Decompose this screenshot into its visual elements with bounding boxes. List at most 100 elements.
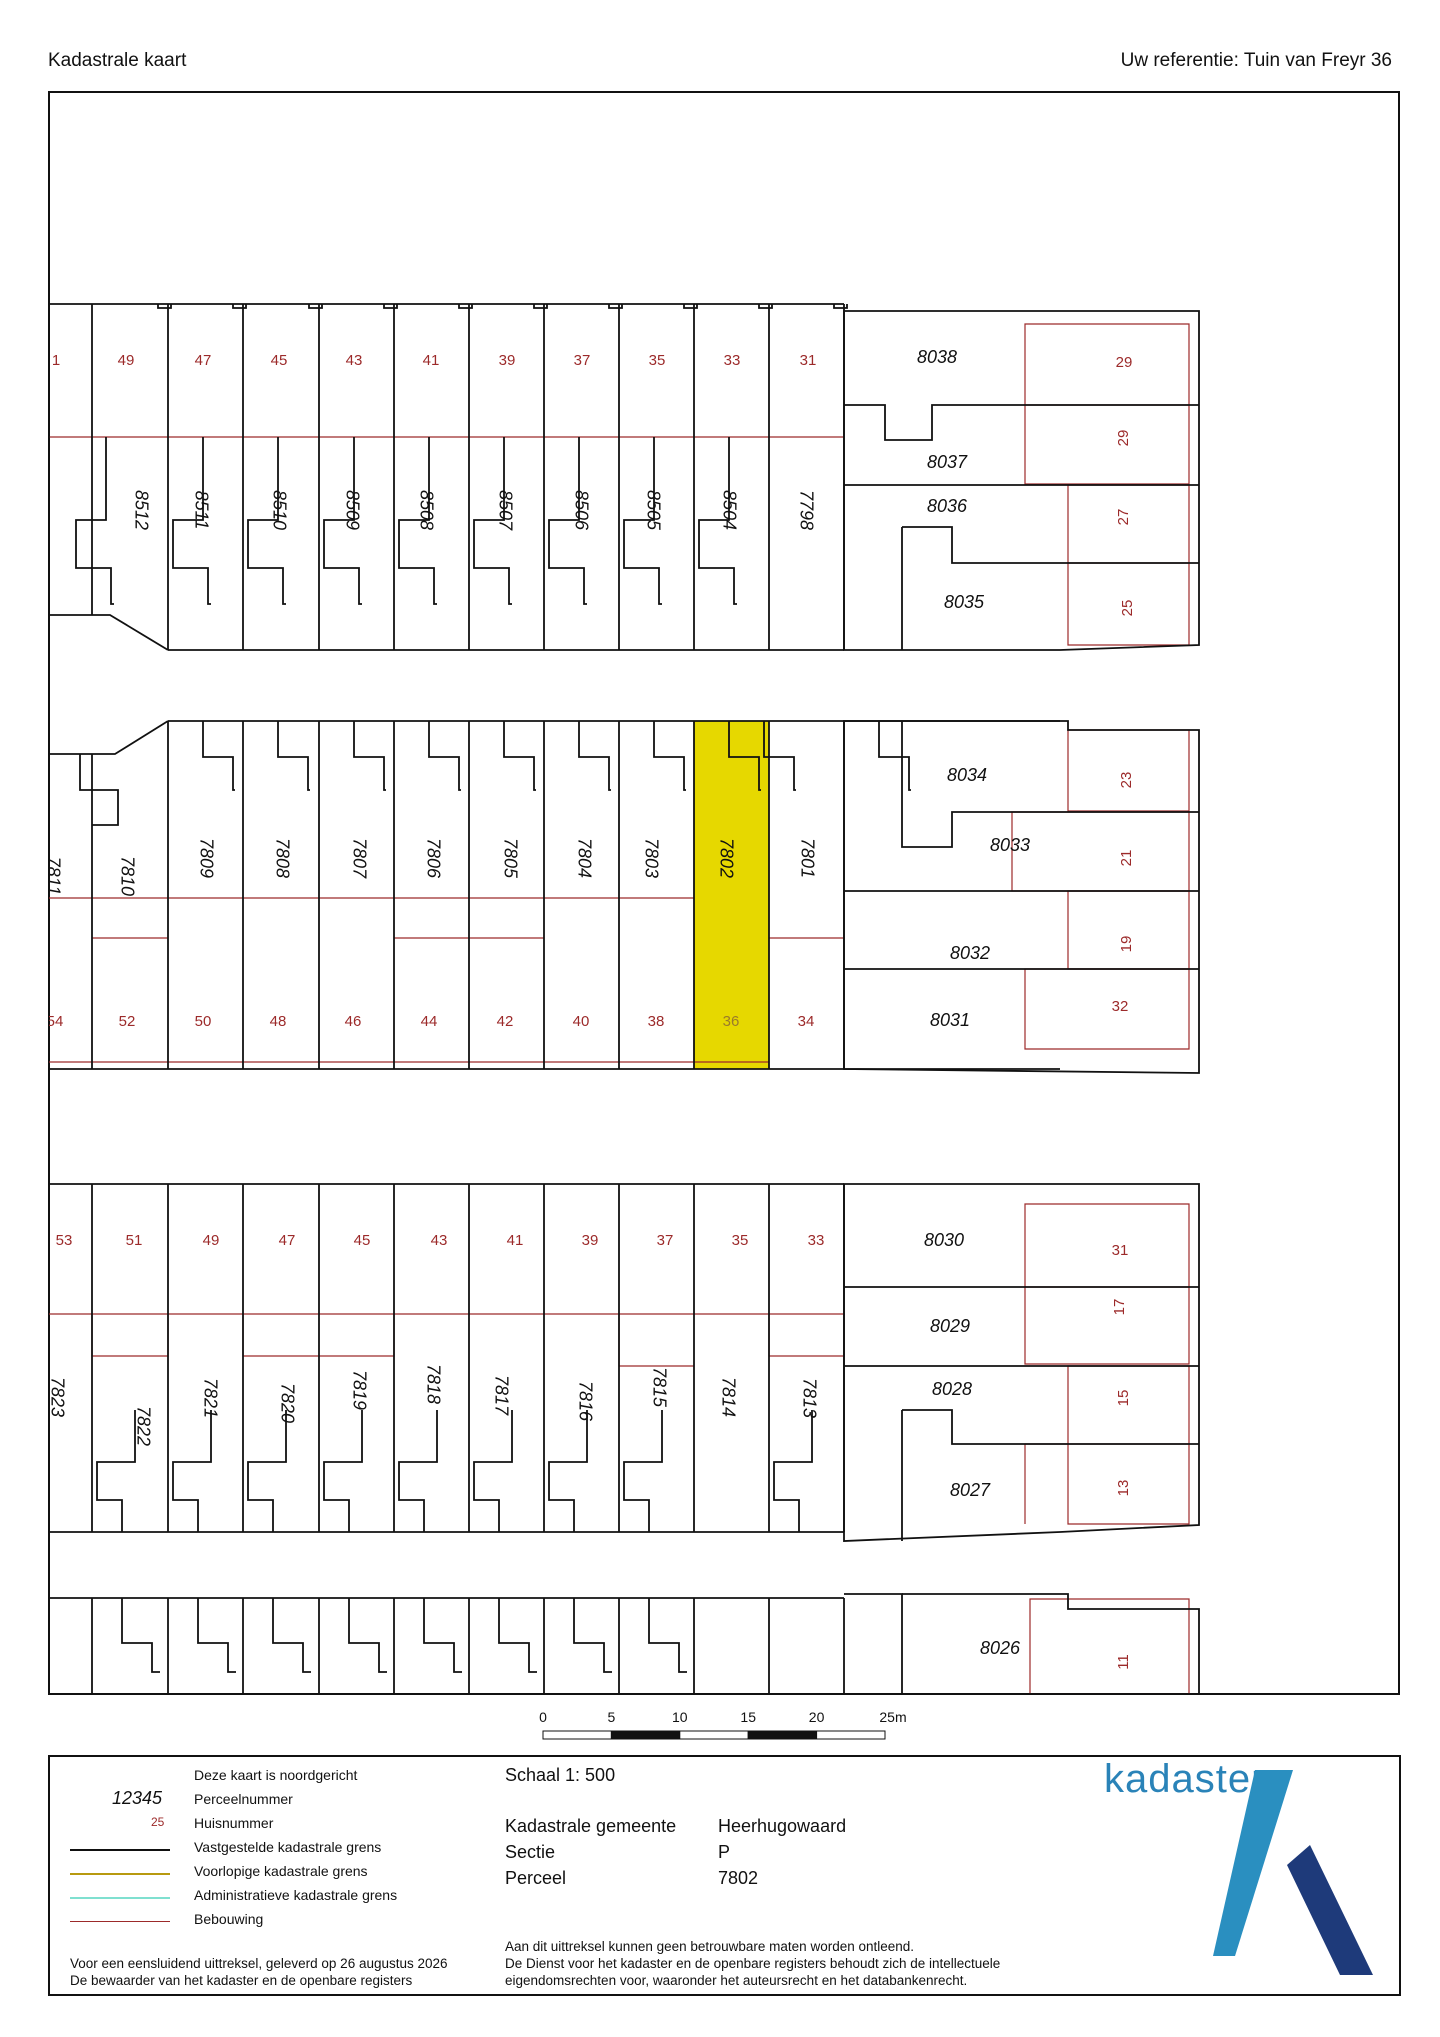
- house-number: 49: [118, 352, 135, 369]
- parcel-number: 7822: [133, 1406, 153, 1446]
- scale-bar-label: 0: [539, 1709, 547, 1725]
- house-number: 1: [52, 352, 60, 369]
- row4-east-block: [902, 1593, 1200, 1694]
- row1-building-step: [623, 437, 662, 605]
- row3-building-step: [473, 1410, 513, 1532]
- house-number: 49: [203, 1232, 220, 1249]
- parcel-number: 7807: [349, 838, 369, 879]
- row2-building-step: [878, 721, 911, 791]
- row4-building-step: [423, 1598, 462, 1673]
- row1-roof-notch: [758, 304, 773, 309]
- house-number: 43: [346, 352, 363, 369]
- parcel-number: 7820: [277, 1383, 297, 1423]
- highlighted-parcel-7802: [694, 721, 769, 1069]
- legend-provisional-line: [70, 1873, 170, 1875]
- parcel-number: 8037: [927, 452, 968, 472]
- row1-building-step: [398, 437, 437, 605]
- row1-building-step: [698, 437, 737, 605]
- row1-east-divider-1: [844, 404, 1199, 441]
- row3-building-step: [96, 1410, 136, 1532]
- house-number: 52: [119, 1013, 136, 1030]
- footer-left: Voor een eensluidend uittreksel, gelever…: [70, 1955, 448, 1989]
- parcel-number: 7810: [117, 856, 137, 896]
- scale-bar-label: 25m: [879, 1709, 906, 1725]
- row2-building-step: [578, 721, 611, 791]
- row4-building-step: [197, 1598, 236, 1673]
- footer-right-line3: eigendomsrechten voor, waaronder het aut…: [505, 1973, 968, 1988]
- footer-left-line1: Voor een eensluidend uittreksel, gelever…: [70, 1956, 448, 1971]
- scale-bar-segment: [542, 1730, 612, 1740]
- scale-bar-segment: [816, 1730, 886, 1740]
- house-number: 23: [1118, 772, 1135, 789]
- house-number: 11: [1115, 1654, 1132, 1670]
- parcel-number: 8510: [269, 490, 289, 530]
- house-number: 53: [56, 1232, 73, 1249]
- scale-bar-label: 10: [672, 1709, 688, 1725]
- row1-roof-notch: [232, 304, 247, 309]
- parcel-number: 8032: [950, 943, 990, 963]
- parcel-number: 8505: [643, 490, 663, 531]
- scale-bar-label: 5: [608, 1709, 616, 1725]
- parcel-number: 7821: [200, 1378, 220, 1418]
- row3-building-step: [172, 1410, 212, 1532]
- parcel-number: 8509: [342, 490, 362, 530]
- row1-east-building-a: [1024, 323, 1190, 485]
- kadaster-logo: kadaster: [1104, 1757, 1266, 1801]
- row1-east-divider-3b: [902, 526, 1199, 564]
- footer-right-line2: De Dienst voor het kadaster en de openba…: [505, 1956, 1001, 1971]
- parcel-number: 7823: [47, 1377, 67, 1417]
- row1-east-block: [843, 310, 1200, 651]
- parcel-number: 7801: [797, 838, 817, 878]
- parcel-number: 7811: [43, 857, 63, 896]
- parcel-number: 8033: [990, 835, 1030, 855]
- row3-building-step: [548, 1410, 588, 1532]
- section-value: P: [718, 1842, 731, 1862]
- row4-building-step: [498, 1598, 537, 1673]
- house-number: 33: [724, 352, 741, 369]
- parcel-number: 8027: [950, 1480, 991, 1500]
- row4-building-step: [648, 1598, 687, 1673]
- legend-north: Deze kaart is noordgericht: [194, 1767, 358, 1783]
- parcel-number: 7802: [716, 838, 736, 878]
- row1-roof-notch: [458, 304, 473, 309]
- row1-roof-notch: [833, 304, 848, 309]
- row2-building-step: [202, 721, 235, 791]
- legend-building-label: Bebouwing: [194, 1911, 264, 1927]
- parcel-number: 8506: [571, 490, 591, 531]
- row2-building-step: [763, 721, 796, 791]
- row2-east-block: [843, 720, 1200, 1074]
- legend-administrative-label: Administratieve kadastrale grens: [194, 1887, 398, 1903]
- row1-roof-notch: [533, 304, 548, 309]
- footer-left-line2: De bewaarder van het kadaster en de open…: [70, 1973, 413, 1988]
- municipality-label: Kadastrale gemeente: [505, 1816, 677, 1836]
- house-number: 31: [1112, 1242, 1129, 1259]
- parcel-number: 7813: [799, 1378, 819, 1418]
- row1-roof-notch: [383, 304, 398, 309]
- row2-building-step: [428, 721, 461, 791]
- house-number: 40: [573, 1013, 590, 1030]
- house-number: 19: [1118, 936, 1135, 953]
- house-number: 29: [1116, 354, 1133, 371]
- row3-building-step: [623, 1410, 663, 1532]
- house-number: 21: [1118, 850, 1135, 867]
- house-number: 13: [1115, 1480, 1132, 1497]
- parcel-number: 7815: [649, 1367, 669, 1408]
- municipality-value: Heerhugowaard: [718, 1816, 847, 1836]
- parcel-number: 7805: [500, 838, 520, 879]
- house-number: 42: [497, 1013, 514, 1030]
- legend-administrative-line: [70, 1897, 170, 1899]
- house-number: 50: [195, 1013, 212, 1030]
- reference-text: Uw referentie: Tuin van Freyr 36: [1120, 50, 1392, 71]
- house-number: 46: [345, 1013, 362, 1030]
- row2-building-step: [653, 721, 686, 791]
- house-number: 36: [723, 1013, 740, 1030]
- legend-building-line: [70, 1921, 170, 1922]
- house-number: 45: [354, 1232, 371, 1249]
- row2-building-step: [353, 721, 386, 791]
- row4-east-building: [1029, 1598, 1190, 1694]
- row1-roof-notch: [608, 304, 623, 309]
- legend-panel: [48, 1755, 1401, 1996]
- house-number: 37: [657, 1232, 674, 1249]
- scale-bar-segment: [679, 1730, 749, 1740]
- parcel-number: 8030: [924, 1230, 964, 1250]
